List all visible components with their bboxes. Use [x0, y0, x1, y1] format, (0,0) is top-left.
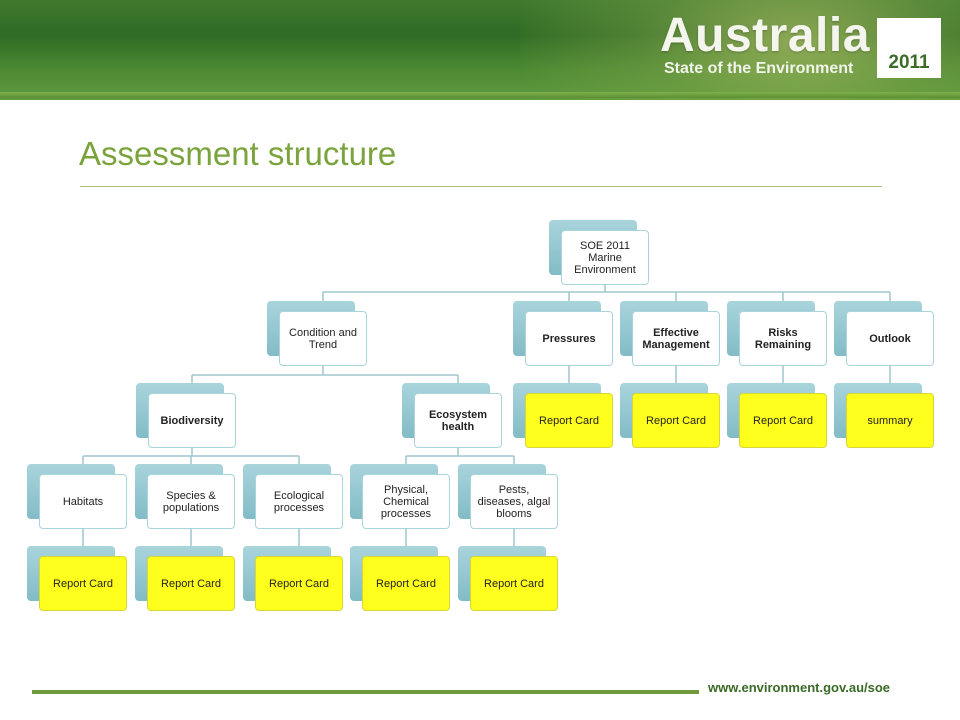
- brand-subtitle: State of the Environment: [664, 60, 854, 77]
- node-level3: Ecological processes: [255, 474, 343, 529]
- node-level3: Physical, Chemical processes: [362, 474, 450, 529]
- header-banner: Australia State of the Environment 2011: [0, 0, 960, 100]
- node-level2: Biodiversity: [148, 393, 236, 448]
- report-card-button[interactable]: Report Card: [739, 393, 827, 448]
- report-card-button[interactable]: Report Card: [632, 393, 720, 448]
- page-title: Assessment structure: [79, 135, 397, 172]
- banner-stripe: [0, 92, 960, 98]
- report-card-button[interactable]: Report Card: [147, 556, 235, 611]
- node-level3: Habitats: [39, 474, 127, 529]
- footer-url-link[interactable]: www.environment.gov.au/soe: [708, 680, 891, 695]
- node-level1: Condition and Trend: [279, 311, 367, 366]
- report-card-button[interactable]: summary: [846, 393, 934, 448]
- brand-title: Australia: [660, 9, 870, 62]
- node-level1: Outlook: [846, 311, 934, 366]
- node-level1: Risks Remaining: [739, 311, 827, 366]
- node-level1: Effective Management: [632, 311, 720, 366]
- node-level1: Pressures: [525, 311, 613, 366]
- node-root: SOE 2011 Marine Environment: [561, 230, 649, 285]
- node-level3: Pests, diseases, algal blooms: [470, 474, 558, 529]
- report-card-button[interactable]: Report Card: [255, 556, 343, 611]
- report-card-button[interactable]: Report Card: [470, 556, 558, 611]
- report-card-button[interactable]: Report Card: [39, 556, 127, 611]
- footer-divider: [32, 690, 699, 694]
- report-card-button[interactable]: Report Card: [362, 556, 450, 611]
- title-divider: [80, 186, 882, 187]
- brand-year-badge: 2011: [877, 18, 941, 78]
- report-card-button[interactable]: Report Card: [525, 393, 613, 448]
- node-level2: Ecosystem health: [414, 393, 502, 448]
- node-level3: Species & populations: [147, 474, 235, 529]
